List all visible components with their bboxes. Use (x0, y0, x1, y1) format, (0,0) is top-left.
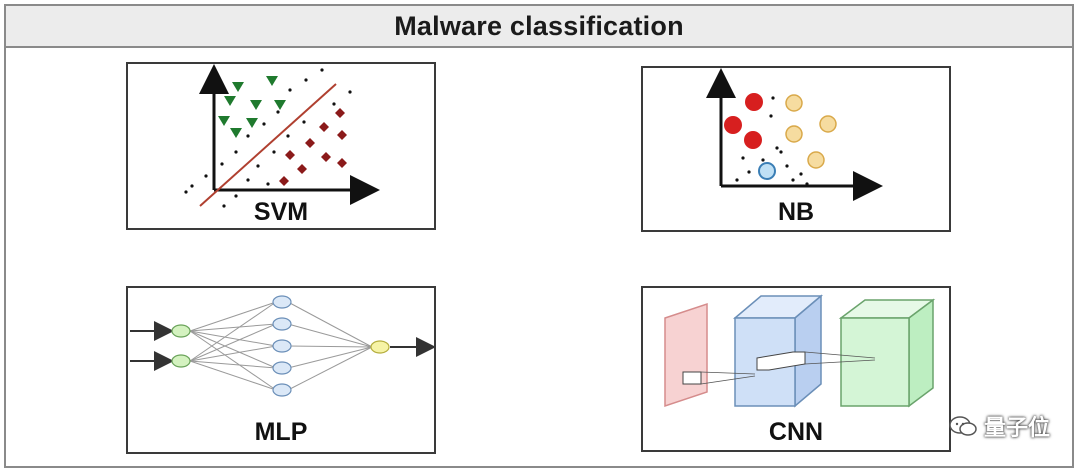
cnn-green-volume (838, 298, 936, 408)
nb-yellow-dot (819, 115, 837, 133)
svm-triangle (224, 96, 236, 106)
mlp-hidden-node (272, 317, 292, 331)
nb-red-dots (724, 93, 763, 149)
nb-red-dot (724, 116, 742, 134)
svm-diamond (321, 152, 331, 162)
cnn-kernels (682, 351, 806, 385)
nb-scatter-dots (735, 96, 809, 186)
svm-diamond (319, 122, 329, 132)
cnn-diagram (664, 294, 936, 408)
mlp-connections (189, 301, 373, 391)
svm-support-dots (184, 68, 352, 208)
svm-triangle (246, 118, 258, 128)
svm-label: SVM (253, 198, 309, 226)
mlp-input-node (171, 354, 191, 368)
mlp-label: MLP (254, 418, 308, 446)
svm-triangle (218, 116, 230, 126)
mlp-output-node (370, 340, 390, 354)
svm-diamonds (279, 108, 347, 186)
mlp-hidden-nodes (272, 295, 292, 397)
nb-label: NB (777, 198, 815, 226)
nb-yellow-dot (785, 94, 803, 112)
cnn-kernel (682, 371, 702, 385)
svm-panel: SVM (126, 62, 436, 230)
mlp-hidden-node (272, 295, 292, 309)
cnn-projection-lines (700, 351, 876, 385)
svm-triangle (230, 128, 242, 138)
mlp-hidden-node (272, 383, 292, 397)
nb-yellow-dot (807, 151, 825, 169)
svm-diamond (337, 158, 347, 168)
diagram-title: Malware classification (6, 6, 1072, 48)
watermark-text: 量子位 (983, 415, 1050, 440)
svm-diamond (305, 138, 315, 148)
cnn-label: CNN (768, 418, 824, 446)
svm-triangle (250, 100, 262, 110)
mlp-hidden-node (272, 361, 292, 375)
mlp-panel: MLP (126, 286, 436, 454)
mlp-input-nodes (171, 324, 191, 368)
watermark: 量子位 (948, 410, 1050, 442)
nb-yellow-dot (785, 125, 803, 143)
cnn-blue-volume (732, 294, 824, 408)
svm-separator-line (199, 83, 337, 207)
svm-plot (184, 64, 380, 208)
nb-yellow-dots (785, 94, 837, 169)
svm-triangle (232, 82, 244, 92)
nb-red-dot (745, 93, 763, 111)
svm-diamond (335, 108, 345, 118)
nb-red-dot (744, 131, 762, 149)
svm-triangle (266, 76, 278, 86)
mlp-input-node (171, 324, 191, 338)
svm-diamond (285, 150, 295, 160)
cnn-input-plane (664, 302, 708, 408)
mlp-input-arrows (130, 321, 174, 371)
mlp-network (130, 295, 434, 397)
nb-panel: NB (641, 66, 951, 232)
svm-diamond (337, 130, 347, 140)
mlp-hidden-node (272, 339, 292, 353)
svm-diamond (297, 164, 307, 174)
cnn-panel: CNN (641, 286, 951, 452)
svm-diamond (279, 176, 289, 186)
wechat-icon (949, 416, 977, 436)
svm-triangle (274, 100, 286, 110)
nb-blue-dot (758, 162, 776, 180)
nb-plot (706, 68, 883, 201)
svm-triangles (218, 76, 286, 138)
